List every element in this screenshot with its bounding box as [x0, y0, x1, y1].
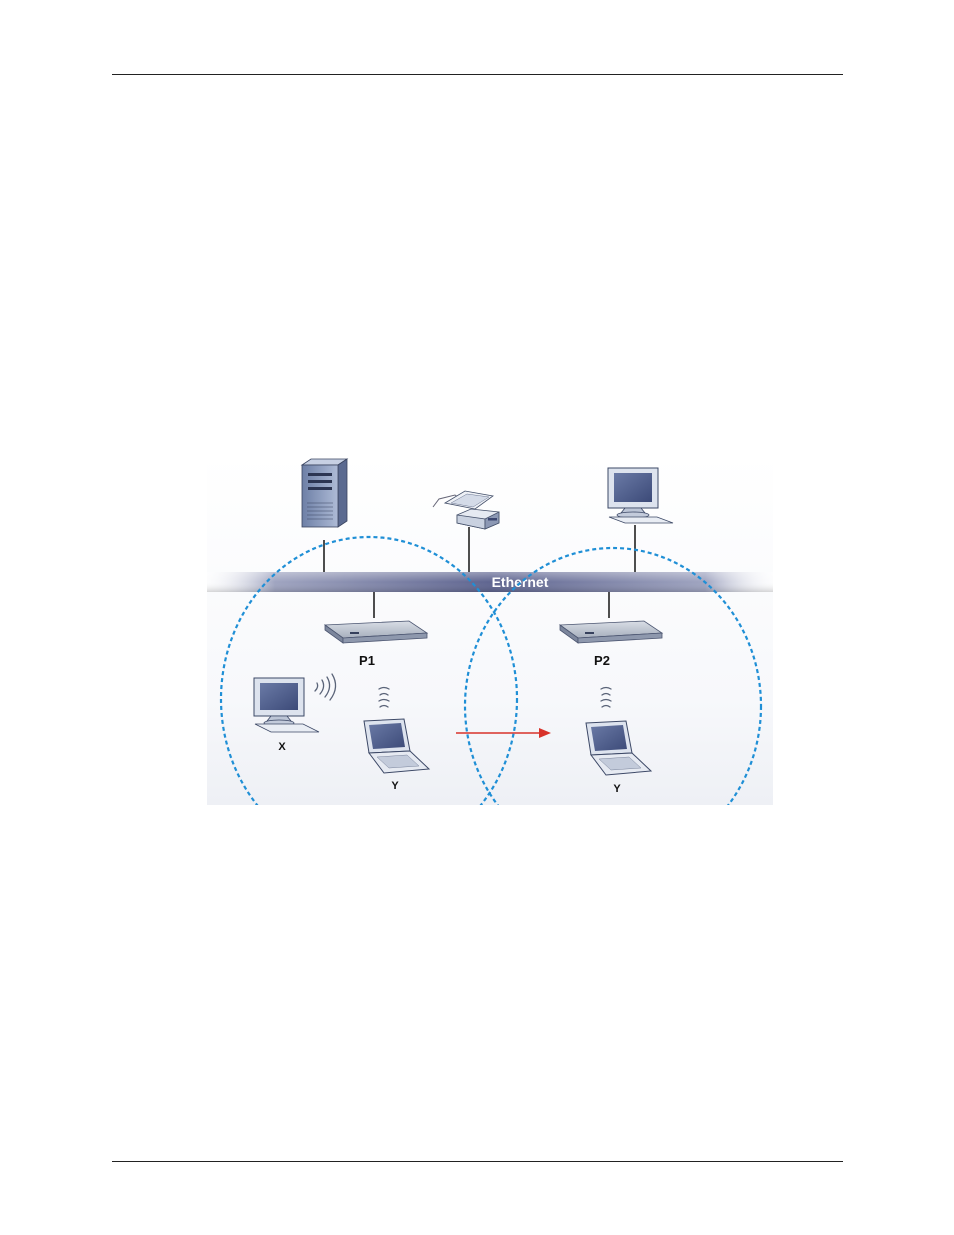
roaming-diagram: Ethernet: [207, 455, 773, 805]
station-label-x: X: [278, 741, 286, 753]
station-label-y-before: Y: [391, 780, 399, 792]
access-point-label-p2: P2: [594, 653, 610, 668]
header-rule: [112, 74, 843, 75]
access-point-label-p1: P1: [359, 653, 375, 668]
diagram-background: [207, 455, 773, 805]
ethernet-label: Ethernet: [492, 574, 549, 590]
station-label-y-after: Y: [613, 783, 621, 795]
footer-rule: [112, 1161, 843, 1162]
server-icon: [302, 459, 347, 527]
ethernet-bus: [207, 572, 773, 592]
